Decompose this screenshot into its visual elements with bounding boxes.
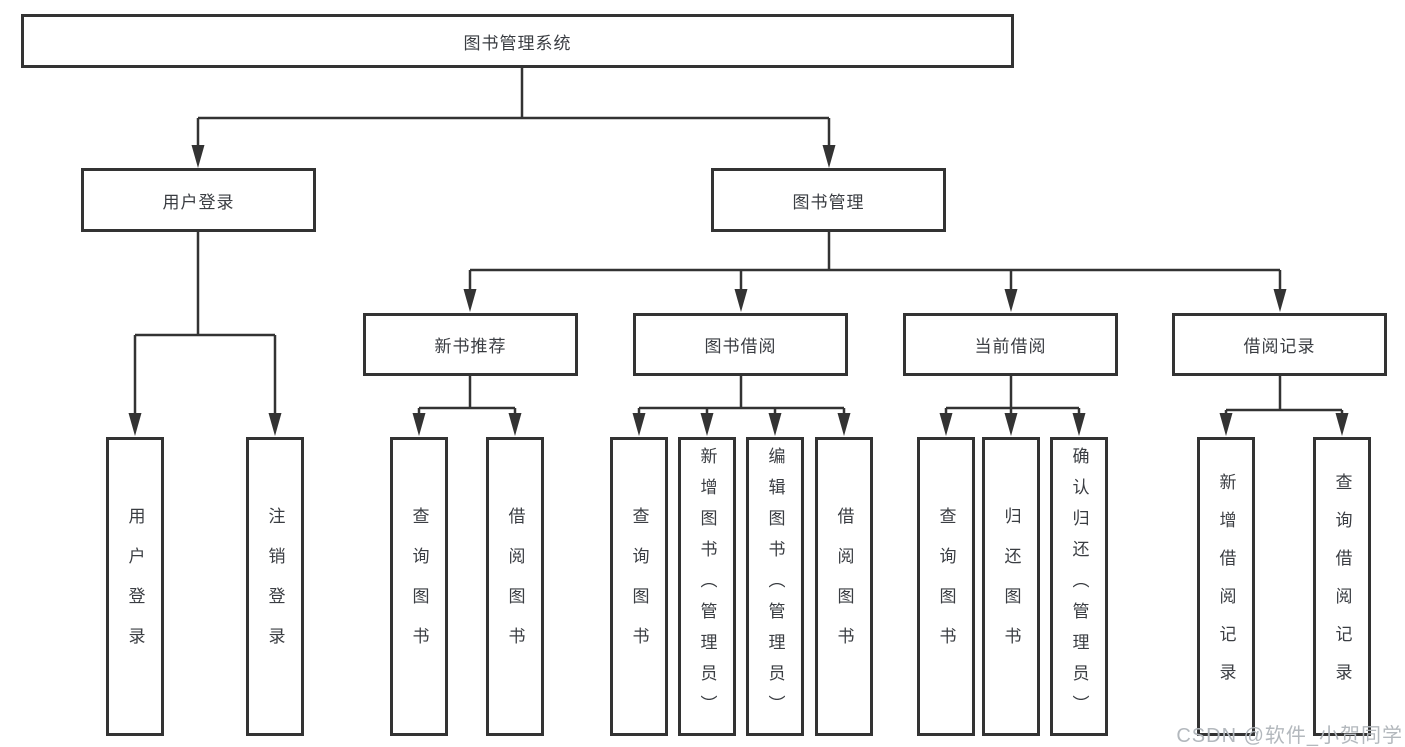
node-book-borrowing: 图书借阅 <box>633 313 848 376</box>
leaf-query-books-2: 查询图书 <box>610 437 668 736</box>
node-label: 图书管理 <box>792 192 865 212</box>
node-label: 编辑图书（管理员） <box>765 447 785 726</box>
csdn-watermark: CSDN @软件_小贺同学 <box>1176 725 1403 747</box>
node-user-login: 用户登录 <box>81 168 316 232</box>
node-label: 当前借阅 <box>974 337 1047 356</box>
node-label: 图书管理系统 <box>463 33 572 53</box>
leaf-user-login: 用户登录 <box>106 437 164 736</box>
node-label: 新增借阅记录 <box>1216 472 1236 701</box>
node-label: 查询图书 <box>409 506 429 667</box>
node-current-borrowing: 当前借阅 <box>903 313 1118 376</box>
node-label: 注销登录 <box>265 506 285 667</box>
leaf-confirm-return-admin: 确认归还（管理员） <box>1050 437 1108 736</box>
leaf-add-books-admin: 新增图书（管理员） <box>678 437 736 736</box>
node-label: 新书推荐 <box>434 337 507 356</box>
node-book-management: 图书管理 <box>711 168 946 232</box>
node-borrowing-records: 借阅记录 <box>1172 313 1387 376</box>
node-label: 归还图书 <box>1001 506 1021 667</box>
node-label: 确认归还（管理员） <box>1069 447 1089 726</box>
node-label: 借阅图书 <box>834 506 854 667</box>
arrowheads <box>128 145 1349 436</box>
leaf-add-borrow-record: 新增借阅记录 <box>1197 437 1255 736</box>
node-label: 查询借阅记录 <box>1332 472 1352 701</box>
leaf-query-books-1: 查询图书 <box>390 437 448 736</box>
node-label: 借阅记录 <box>1243 337 1316 356</box>
node-library-management-system: 图书管理系统 <box>21 14 1014 68</box>
node-label: 用户登录 <box>125 506 145 667</box>
node-label: 借阅图书 <box>505 506 525 667</box>
leaf-logout: 注销登录 <box>246 437 304 736</box>
leaf-borrow-books-1: 借阅图书 <box>486 437 544 736</box>
leaf-query-borrow-record: 查询借阅记录 <box>1313 437 1371 736</box>
node-label: 新增图书（管理员） <box>697 447 717 726</box>
node-new-book-recommendation: 新书推荐 <box>363 313 578 376</box>
leaf-query-books-3: 查询图书 <box>917 437 975 736</box>
leaf-borrow-books-2: 借阅图书 <box>815 437 873 736</box>
leaf-return-books: 归还图书 <box>982 437 1040 736</box>
node-label: 查询图书 <box>629 506 649 667</box>
leaf-edit-books-admin: 编辑图书（管理员） <box>746 437 804 736</box>
node-label: 用户登录 <box>162 192 235 212</box>
node-label: 图书借阅 <box>704 337 777 356</box>
node-label: 查询图书 <box>936 506 956 667</box>
